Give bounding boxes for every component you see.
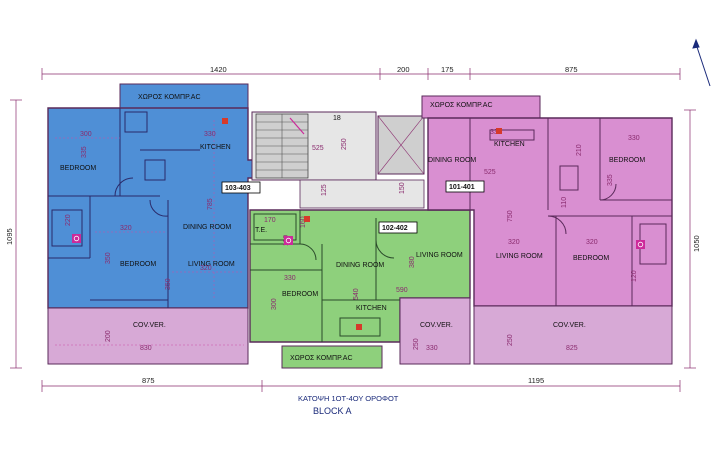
unit-102-id: 102-402 [382, 225, 408, 232]
unit-102-dining: DINING ROOM [336, 262, 384, 269]
u102-dim-160: 160 [300, 216, 307, 228]
top-dim-1420: 1420 [210, 65, 227, 74]
u103-dim-785: 785 [207, 198, 214, 210]
u101-dim-250: 250 [507, 334, 514, 346]
unit-103-dim-lines [55, 120, 244, 346]
unit-103-cover: COV.VER. [133, 322, 166, 329]
unit-102-kitchen: KITCHEN [356, 305, 387, 312]
unit-102-walls [250, 210, 400, 342]
u103-dim-200: 200 [105, 330, 112, 342]
u101-dim-825: 825 [566, 345, 578, 352]
unit-103-dining: DINING ROOM [183, 224, 231, 231]
unit-102-storage-label: ΧΩΡΟΣ ΚΟΜΠΡ.ΑC [290, 355, 353, 362]
unit-103-id: 103-403 [225, 185, 251, 192]
unit-102-cover: COV.VER. [420, 322, 453, 329]
u102-dim-300: 300 [271, 298, 278, 310]
unit-101-id-box: 101-401 [445, 180, 485, 193]
top-dimension-line [41, 68, 681, 80]
unit-102-id-box: 102-402 [378, 221, 418, 234]
unit-101-kitchen: KITCHEN [494, 141, 525, 148]
unit-103-walls [48, 108, 200, 308]
unit-102-te: T.E. [255, 227, 267, 234]
fixtures [222, 118, 502, 330]
unit-103-id-box: 103-403 [221, 181, 261, 194]
u101-dim-330: 330 [490, 129, 502, 136]
u101-dim-120: 120 [631, 270, 638, 282]
wheelchair-icon [284, 236, 293, 245]
left-dim-1095: 1095 [5, 228, 14, 245]
unit-101-walls [469, 118, 672, 306]
unit-103-bedroom-1: BEDROOM [60, 165, 96, 172]
stair-number: 18 [333, 115, 341, 122]
core-dim-250: 250 [341, 138, 348, 150]
u102-dim-330: 330 [284, 275, 296, 282]
u102-dim-590: 590 [396, 287, 408, 294]
u103-dim-320b: 320 [200, 265, 212, 272]
u102-dim-540: 540 [353, 288, 360, 300]
unit-101-area [421, 95, 673, 365]
block-label: BLOCK A [313, 406, 352, 416]
north-arrow-icon [692, 38, 711, 87]
unit-101-storage-label: ΧΩΡΟΣ ΚΟΜΠΡ.ΑC [430, 102, 493, 109]
unit-103-kitchen: KITCHEN [200, 144, 231, 151]
unit-102-bedroom: BEDROOM [282, 291, 318, 298]
top-dim-200: 200 [397, 65, 410, 74]
core-dim-125: 125 [321, 184, 328, 196]
wheelchair-icon [72, 234, 81, 243]
u101-dim-750: 750 [507, 210, 514, 222]
stair-core [251, 111, 425, 209]
unit-101-dining: DINING ROOM [428, 157, 476, 164]
u101-dim-110: 110 [561, 197, 568, 208]
u101-dim-320b: 320 [586, 239, 598, 246]
right-dim-1050: 1050 [692, 235, 701, 252]
u101-dim-210: 210 [576, 144, 583, 156]
unit-101-bedroom-1: BEDROOM [609, 157, 645, 164]
u102-dim-170: 170 [264, 217, 276, 224]
u102-dim-380: 380 [409, 256, 416, 268]
top-dim-875: 875 [565, 65, 578, 74]
unit-101-living: LIVING ROOM [496, 253, 543, 260]
u101-dim-335: 335 [607, 174, 614, 186]
side-dimension-lines [10, 99, 696, 369]
u101-dim-330b: 330 [628, 135, 640, 142]
bottom-dimension-line [41, 380, 681, 392]
wheelchair-icon [636, 240, 645, 249]
u103-dim-830: 830 [140, 345, 152, 352]
u103-dim-350b: 350 [165, 278, 172, 290]
u103-dim-350: 350 [105, 252, 112, 264]
unit-101-cover: COV.VER. [553, 322, 586, 329]
bottom-dim-875: 875 [142, 376, 155, 385]
unit-103-storage-label: ΧΩΡΟΣ ΚΟΜΠΡ.ΑC [138, 94, 201, 101]
core-dim-525: 525 [312, 145, 324, 152]
unit-103-living: LIVING ROOM [188, 261, 235, 268]
unit-103-bedroom-2: BEDROOM [120, 261, 156, 268]
u101-dim-320: 320 [508, 239, 520, 246]
u102-dim-330b: 330 [426, 345, 438, 352]
unit-103-area [47, 83, 299, 365]
core-dim-150: 150 [399, 182, 406, 194]
u101-dim-525: 525 [484, 169, 496, 176]
plan-caption: ΚΑΤΟΨΗ 1ΟΤ-4ΟΥ ΟΡΟΦΟΤ [298, 394, 399, 403]
u103-dim-300: 300 [80, 131, 92, 138]
u103-dim-335: 335 [81, 146, 88, 158]
u103-dim-330: 330 [204, 131, 216, 138]
bottom-dim-1195: 1195 [528, 376, 544, 385]
u102-dim-250: 250 [413, 338, 420, 350]
u103-dim-320a: 320 [120, 225, 132, 232]
top-dim-175: 175 [441, 65, 454, 74]
unit-101-bedroom-2: BEDROOM [573, 255, 609, 262]
unit-101-id: 101-401 [449, 184, 475, 191]
unit-102-area [249, 209, 471, 369]
u103-dim-220: 220 [65, 214, 72, 226]
unit-102-living: LIVING ROOM [416, 252, 463, 259]
